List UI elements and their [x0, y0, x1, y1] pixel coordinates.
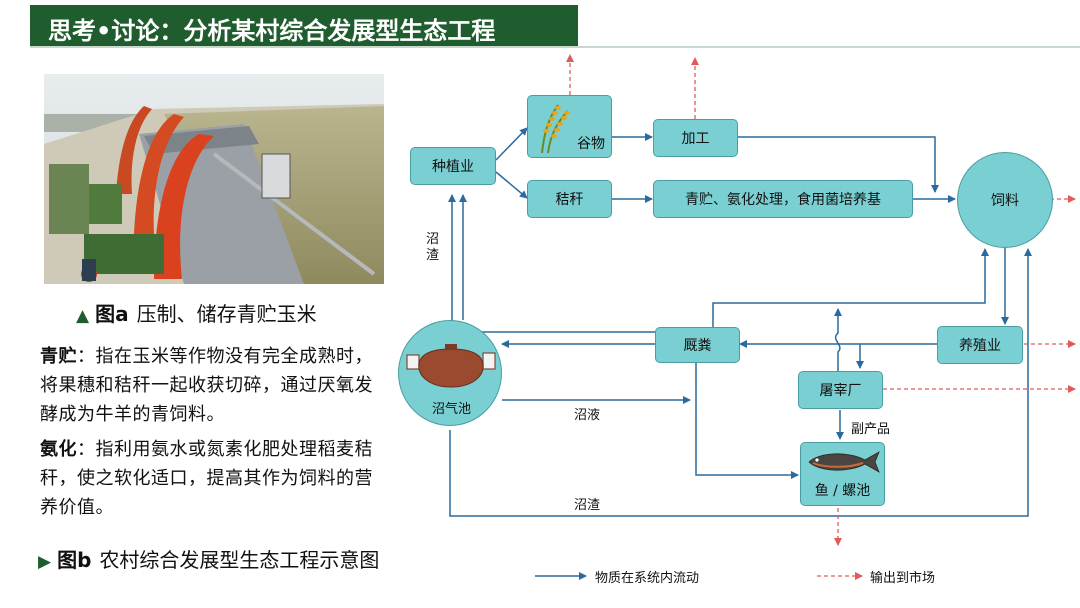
arrow-planting-to-straw	[495, 171, 528, 199]
figure-a-label: 图a	[95, 302, 129, 326]
edge-label-slurry: 沼液	[574, 408, 601, 423]
title-bar: 思考•讨论：分析某村综合发展型生态工程	[30, 5, 578, 46]
definition-term: 青贮	[40, 346, 77, 367]
node-feed-label: 饲料	[991, 193, 1019, 209]
node-biogas: 沼气池	[398, 320, 502, 426]
arrow-planting-to-grain	[495, 127, 528, 161]
figure-a-text: 压制、储存青贮玉米	[136, 302, 317, 326]
edge-label-residue-vertical: 沼渣	[426, 232, 440, 263]
node-biogas-label: 沼气池	[432, 402, 472, 417]
legend-internal-label: 物质在系统内流动	[595, 571, 700, 586]
definition-ammoniation: 氨化：指利用氨水或氮素化肥处理稻麦秸秆，使之软化适口，提高其作为饲料的营养价值。	[40, 435, 385, 522]
node-fishpond: 鱼 / 螺池	[800, 442, 885, 506]
fish-icon	[808, 451, 880, 473]
definition-text: ：指在玉米等作物没有完全成熟时，将果穗和秸秆一起收获切碎，通过厌氧发酵成为牛羊的…	[40, 346, 373, 425]
definition-silage: 青贮：指在玉米等作物没有完全成熟时，将果穗和秸秆一起收获切碎，通过厌氧发酵成为牛…	[40, 342, 385, 429]
node-grain-label: 谷物	[577, 136, 605, 152]
definition-term: 氨化	[40, 439, 77, 460]
node-manure: 厩粪	[655, 327, 740, 363]
node-treatment: 青贮、氨化处理，食用菌培养基	[653, 180, 913, 218]
arrow-fishpond-residue-to-feed	[449, 248, 1032, 517]
node-feed: 饲料	[957, 152, 1053, 248]
arrow-breeding-up-to-feed	[834, 308, 842, 380]
figure-a-caption: ▲图a 压制、储存青贮玉米	[76, 298, 317, 327]
node-straw: 秸秆	[527, 180, 612, 218]
figure-b-text: 农村综合发展型生态工程示意图	[99, 548, 380, 572]
edge-label-byproduct: 副产品	[851, 422, 891, 437]
arrow-biogas-to-fishpond	[695, 360, 799, 479]
node-fishpond-label: 鱼 / 螺池	[814, 483, 871, 499]
silage-photo	[44, 74, 384, 284]
arrow-processing-to-feed	[738, 136, 939, 193]
node-breeding: 养殖业	[937, 326, 1023, 364]
title-divider	[30, 46, 1080, 48]
figure-b-caption: ▶图b 农村综合发展型生态工程示意图	[38, 544, 379, 573]
biogas-tank-icon	[406, 344, 496, 388]
page-title: 思考•讨论：分析某村综合发展型生态工程	[48, 17, 496, 45]
arrow-manure-to-feed	[712, 248, 989, 327]
triangle-marker-icon: ▲	[76, 306, 90, 326]
rice-icon	[541, 104, 570, 154]
node-planting: 种植业	[410, 147, 496, 185]
play-marker-icon: ▶	[38, 552, 52, 572]
node-processing: 加工	[653, 119, 738, 157]
edge-label-residue-bottom: 沼渣	[574, 498, 601, 513]
node-slaughter: 屠宰厂	[798, 371, 883, 409]
node-grain: 谷物	[527, 95, 612, 158]
figure-b-label: 图b	[57, 548, 92, 572]
legend-market-label: 输出到市场	[870, 571, 936, 586]
definition-text: ：指利用氨水或氮素化肥处理稻麦秸秆，使之软化适口，提高其作为饲料的营养价值。	[40, 439, 373, 518]
